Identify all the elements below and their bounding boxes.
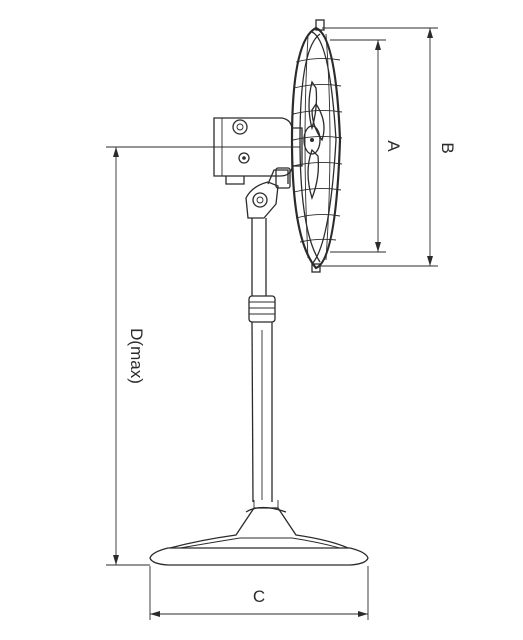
- fan-guard: [290, 19, 343, 273]
- dimension-d-label: D(max): [127, 328, 146, 384]
- dimension-d: D(max): [106, 146, 300, 566]
- dimension-c: C: [149, 566, 369, 620]
- motor-housing: [213, 117, 303, 185]
- dimension-a-label: A: [384, 140, 403, 152]
- dimension-b: B: [320, 27, 457, 267]
- dimension-c-label: C: [253, 587, 265, 606]
- dimension-a: A: [330, 39, 403, 253]
- fan-pole: [248, 218, 276, 503]
- dimension-b-label: B: [438, 142, 457, 153]
- fan-base: [149, 500, 369, 566]
- tilt-joint: [245, 167, 291, 219]
